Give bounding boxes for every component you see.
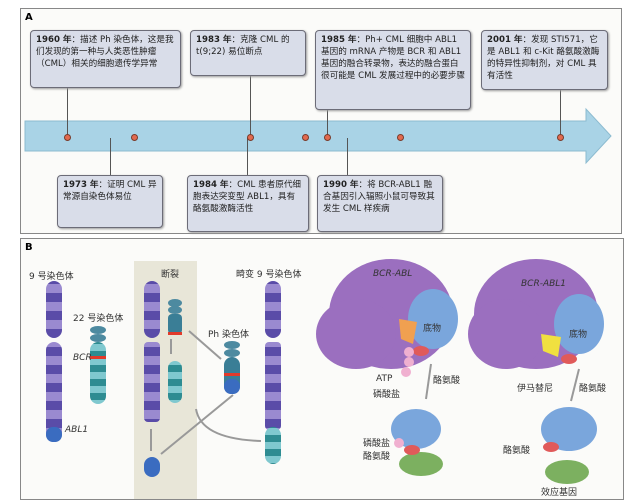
substrate-product-left bbox=[391, 409, 443, 476]
event-2001: 2001 年：发现 STI571，它是 ABL1 和 c-Kit 酪氨酸激酶的特… bbox=[481, 30, 608, 90]
event-1990: 1990 年：将 BCR-ABL1 融合基因引入辐照小鼠可导致其发生 CML 样… bbox=[317, 175, 443, 232]
timeline-arrow bbox=[24, 107, 612, 165]
timeline-dot bbox=[64, 134, 71, 141]
label-effector: 效应基因 bbox=[541, 488, 578, 498]
label-tyrosine-2: 酪氨酸 bbox=[363, 452, 391, 462]
timeline-dot bbox=[131, 134, 138, 141]
bcr-abl-protein bbox=[316, 259, 458, 377]
panel-b-mechanism: B 9 号染色体 22 号染色体 BCR ABL1 断裂 Ph 染色体 畸变 9… bbox=[20, 238, 624, 500]
label-ph: Ph 染色体 bbox=[208, 330, 249, 340]
label-imatinib: 伊马替尼 bbox=[517, 384, 554, 394]
chromosome-22 bbox=[90, 326, 106, 404]
substrate-product-right bbox=[541, 407, 597, 484]
label-tyrosine-right: 酪氨酸 bbox=[579, 384, 607, 394]
panel-label: A bbox=[25, 12, 33, 23]
label-substrate-right: 底物 bbox=[569, 330, 588, 340]
label-abl1: ABL1 bbox=[65, 425, 89, 435]
derivative-chromosome-9 bbox=[265, 281, 281, 464]
label-bcr-abl1: BCR-ABL1 bbox=[521, 279, 567, 289]
timeline-dot bbox=[324, 134, 331, 141]
label-bcr: BCR bbox=[73, 353, 92, 363]
label-der9: 畸变 9 号染色体 bbox=[236, 270, 302, 280]
label-tyrosine: 酪氨酸 bbox=[433, 376, 461, 386]
event-1983: 1983 年：克隆 CML 的 t(9;22) 易位断点 bbox=[190, 30, 306, 76]
label-substrate: 底物 bbox=[423, 324, 442, 334]
event-1985: 1985 年：Ph+ CML 细胞中 ABL1 基因的 mRNA 产物是 BCR… bbox=[315, 30, 471, 110]
label-chr22: 22 号染色体 bbox=[73, 314, 124, 324]
mechanism-illustration bbox=[46, 259, 604, 499]
timeline-dot bbox=[557, 134, 564, 141]
label-break: 断裂 bbox=[161, 270, 180, 280]
label-phosphate: 磷酸盐 bbox=[373, 390, 401, 400]
bcr-abl1-protein bbox=[468, 259, 604, 369]
event-1984: 1984 年：CML 患者原代细胞表达突变型 ABL1，具有酪氨酸激酶活性 bbox=[187, 175, 309, 232]
timeline-dot bbox=[247, 134, 254, 141]
label-chr9: 9 号染色体 bbox=[29, 272, 74, 282]
chromosome-9 bbox=[46, 281, 62, 442]
timeline-dot bbox=[302, 134, 309, 141]
label-tyrosine-right-2: 酪氨酸 bbox=[503, 446, 531, 456]
timeline-dot bbox=[397, 134, 404, 141]
event-1960: 1960 年：描述 Ph 染色体，这是我们发现的第一种与人类恶性肿瘤（CML）相… bbox=[30, 30, 181, 88]
label-bcr-abl: BCR-ABL bbox=[373, 269, 413, 279]
label-phosphate-2: 磷酸盐 bbox=[363, 439, 391, 449]
ph-chromosome bbox=[224, 341, 240, 394]
label-atp: ATP bbox=[376, 374, 393, 384]
event-1973: 1973 年：证明 CML 异常源自染色体易位 bbox=[57, 175, 163, 228]
panel-label: B bbox=[25, 242, 33, 253]
